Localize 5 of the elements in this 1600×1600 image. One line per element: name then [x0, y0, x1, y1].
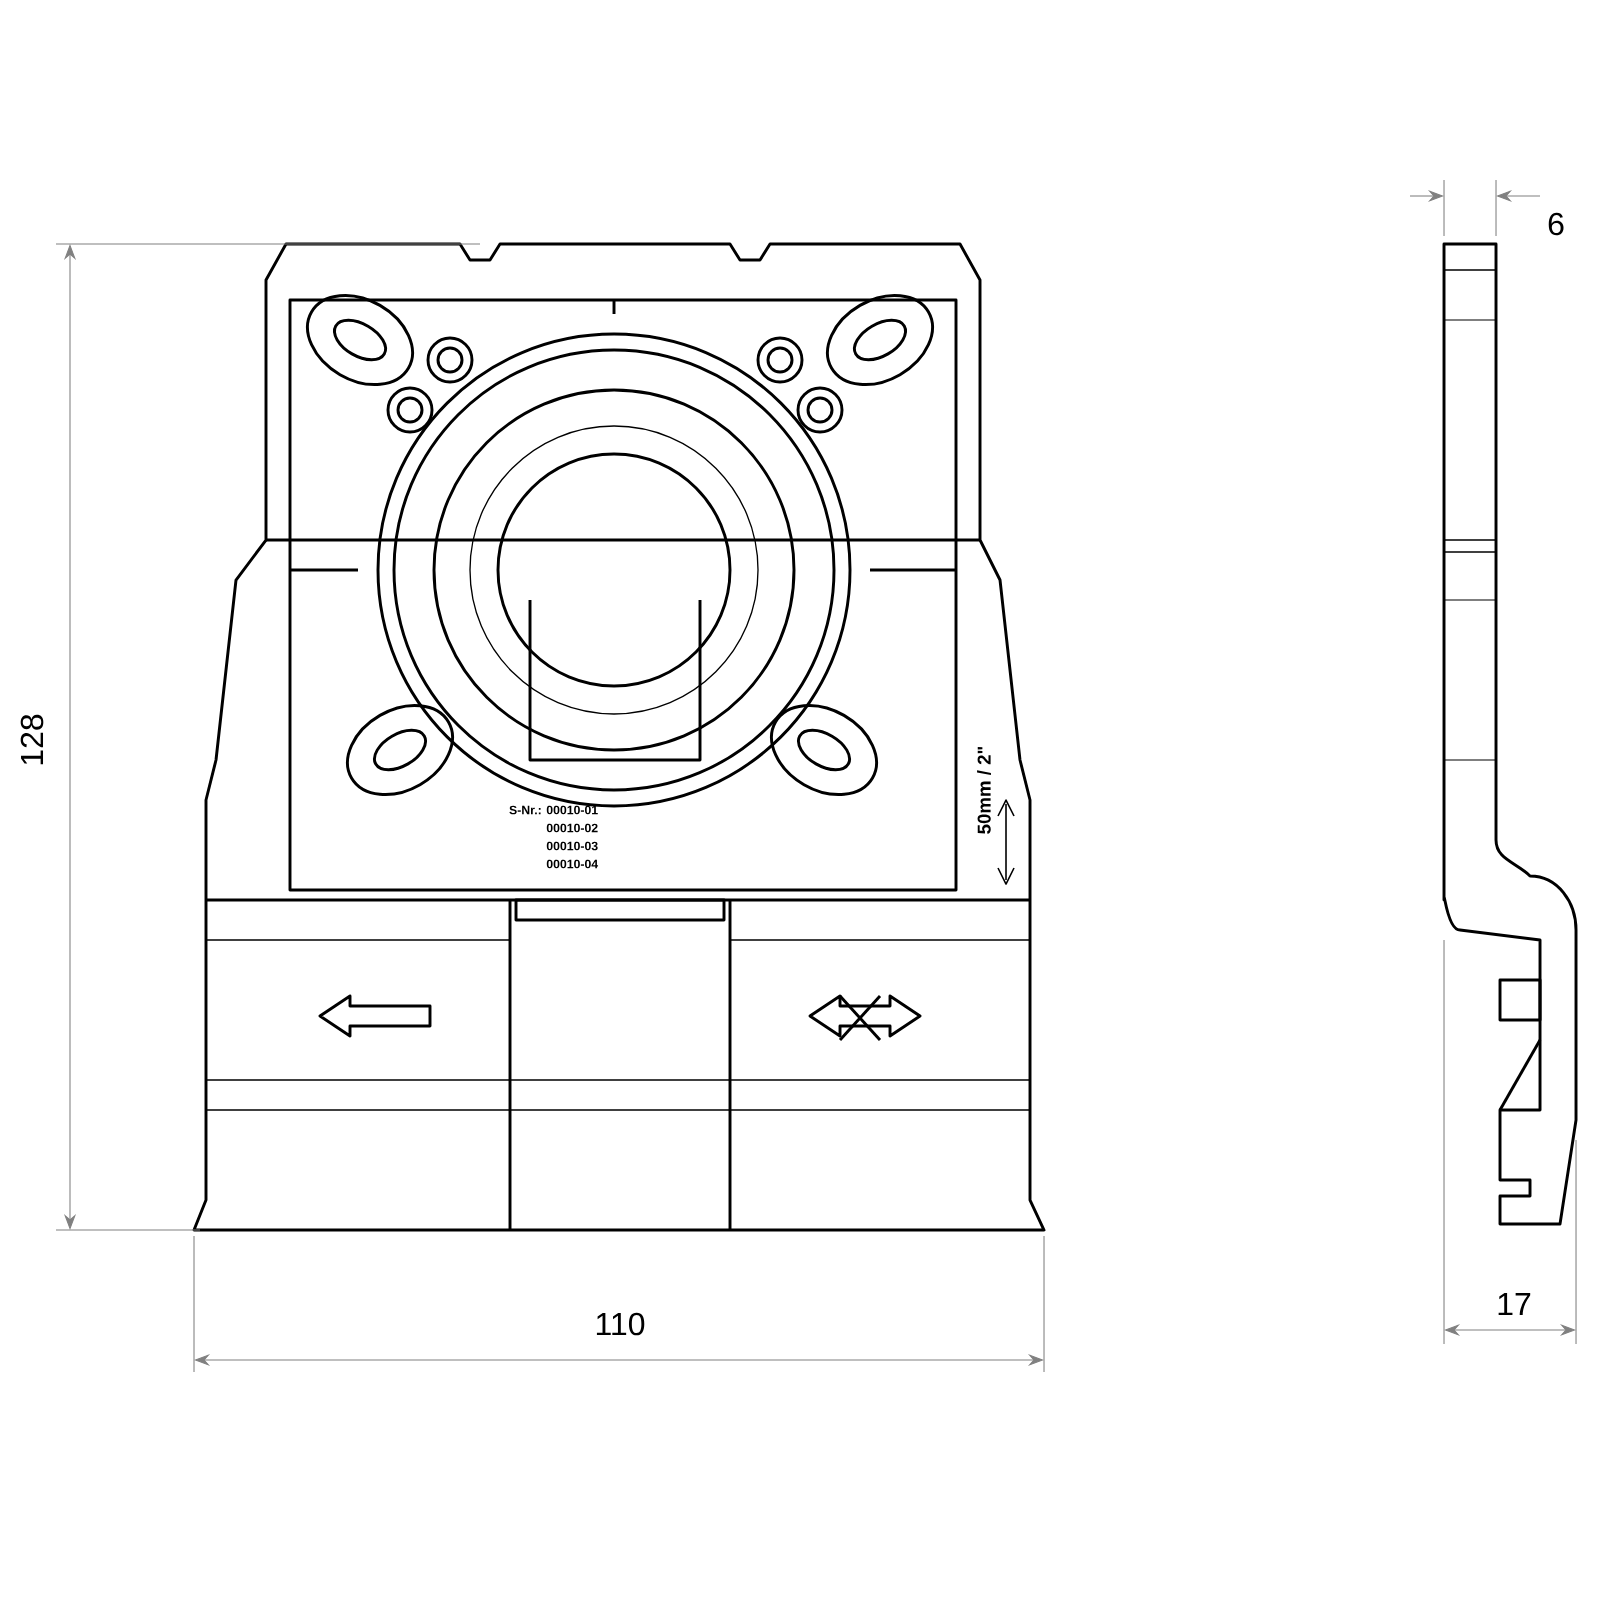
- dimension-value: 110: [596, 1312, 645, 1336]
- size-marking: 50mm / 2": [977, 746, 991, 834]
- dimension-value: 17: [1498, 1293, 1531, 1316]
- dimension-value: 6: [1548, 212, 1564, 236]
- dimension-value: 128: [20, 714, 44, 765]
